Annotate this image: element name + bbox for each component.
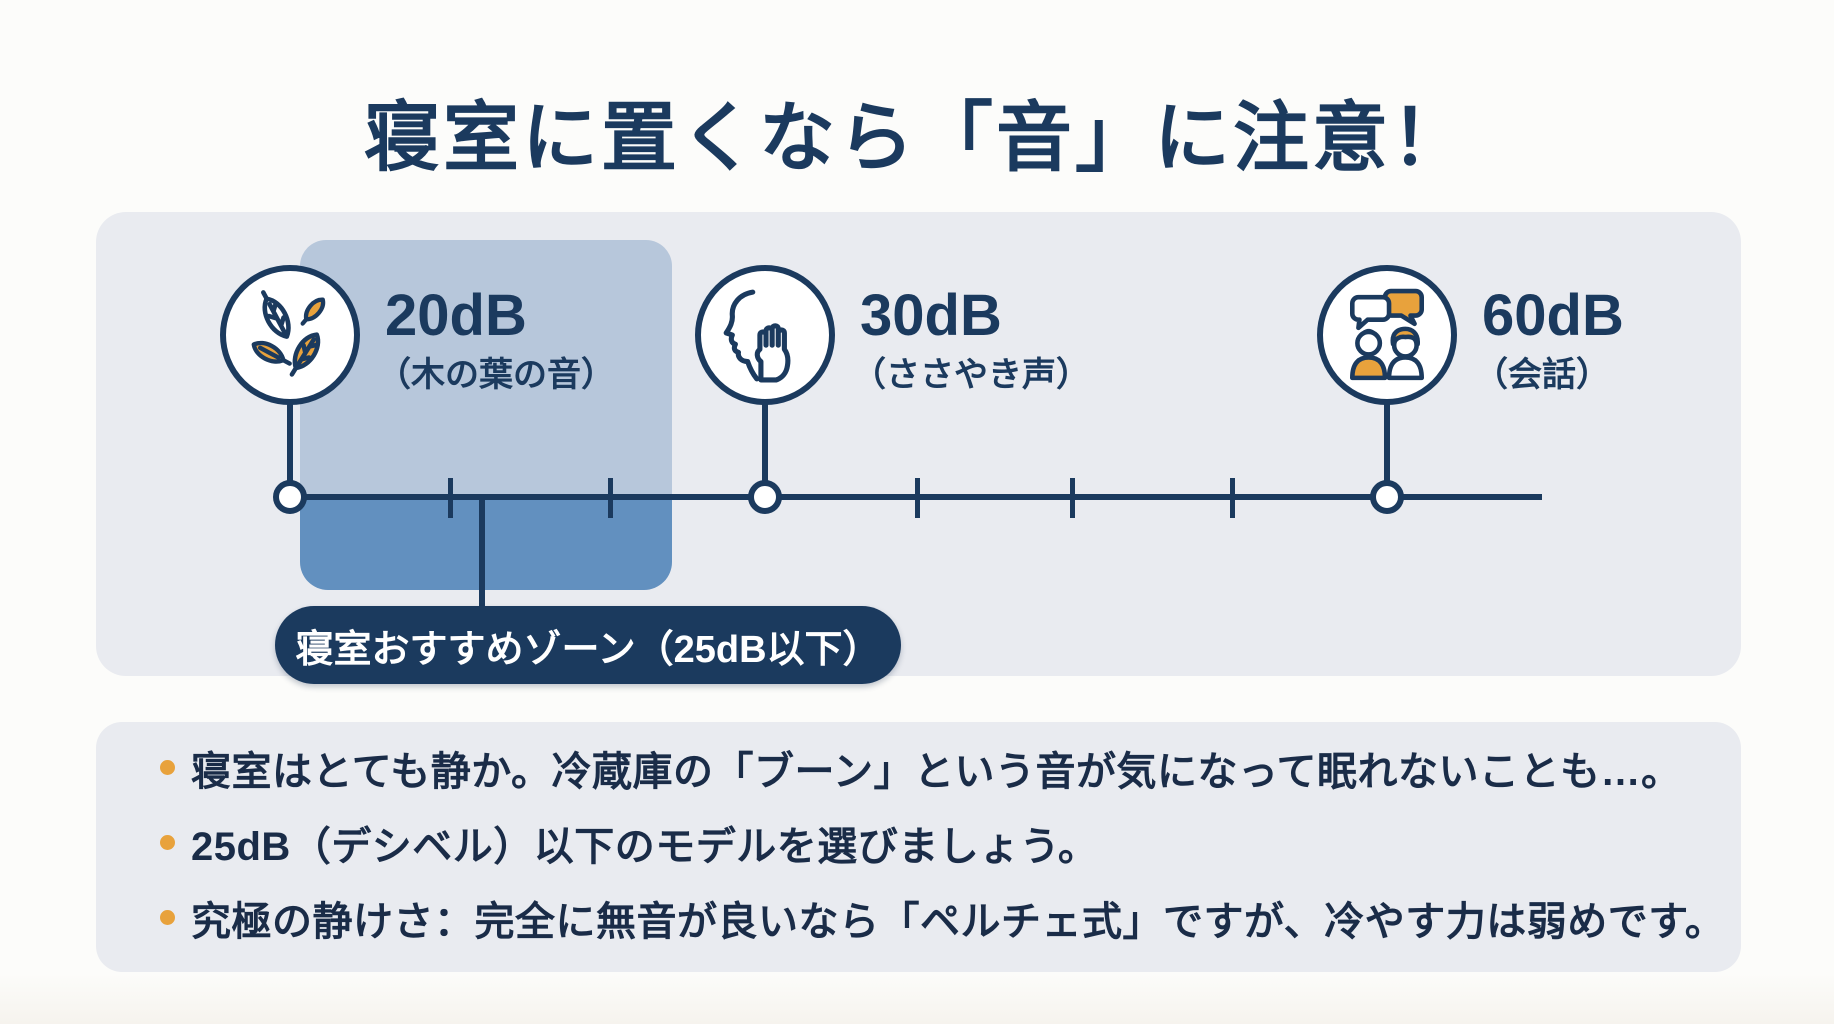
bullet-dot-icon	[160, 910, 175, 925]
note-row: 究極の静けさ：完全に無音が良いなら「ペルチェ式」ですが、冷やす力は弱めです。	[160, 880, 1725, 955]
note-text: 究極の静けさ：完全に無音が良いなら「ペルチェ式」ですが、冷やす力は弱めです。	[191, 899, 1726, 944]
marker-connector-30db	[762, 402, 768, 484]
axis-node-20db	[273, 480, 307, 514]
note-row: 25dB（デシベル）以下のモデルを選びましょう。	[160, 805, 1701, 880]
bullet-dot-icon	[160, 760, 175, 775]
db-value-20: 20dB	[385, 283, 527, 348]
recommended-zone-highlight-upper	[300, 240, 672, 497]
recommended-zone-pill: 寝室おすすめゾーン（25dB以下）	[275, 606, 901, 684]
notes-panel: 寝室はとても静か。冷蔵庫の「ブーン」という音が気になって眠れないことも…。 25…	[96, 722, 1741, 972]
axis-node-30db	[748, 480, 782, 514]
marker-connector-60db	[1384, 402, 1390, 484]
db-value-60: 60dB	[1482, 283, 1624, 348]
axis-tick	[915, 478, 920, 518]
leaves-icon	[251, 290, 326, 377]
db-desc-30: （ささやき声）	[852, 356, 1090, 394]
whisper-icon	[723, 289, 791, 383]
note-text: 25dB（デシベル）以下のモデルを選びましょう。	[191, 824, 1099, 869]
marker-circle-20db	[220, 265, 360, 405]
axis-tick	[608, 478, 613, 518]
conversation-icon	[1349, 288, 1425, 381]
axis-tick	[1070, 478, 1075, 518]
page-title: 寝室に置くなら「音」に注意！	[364, 96, 1470, 181]
db-desc-20: （木の葉の音）	[377, 356, 615, 394]
note-text: 寝室はとても静か。冷蔵庫の「ブーン」という音が気になって眠れないことも…。	[191, 749, 1682, 794]
db-value-30: 30dB	[860, 283, 1002, 348]
db-desc-60: （会話）	[1474, 356, 1610, 394]
marker-connector-20db	[287, 402, 293, 484]
axis-tick	[1230, 478, 1235, 518]
axis-node-60db	[1370, 480, 1404, 514]
note-row: 寝室はとても静か。冷蔵庫の「ブーン」という音が気になって眠れないことも…。	[160, 730, 1701, 805]
bullet-dot-icon	[160, 835, 175, 850]
marker-circle-60db	[1317, 265, 1457, 405]
marker-circle-30db	[695, 265, 835, 405]
axis-tick	[448, 478, 453, 518]
zone-pill-connector	[479, 497, 485, 609]
recommended-zone-highlight-lower	[300, 497, 672, 590]
